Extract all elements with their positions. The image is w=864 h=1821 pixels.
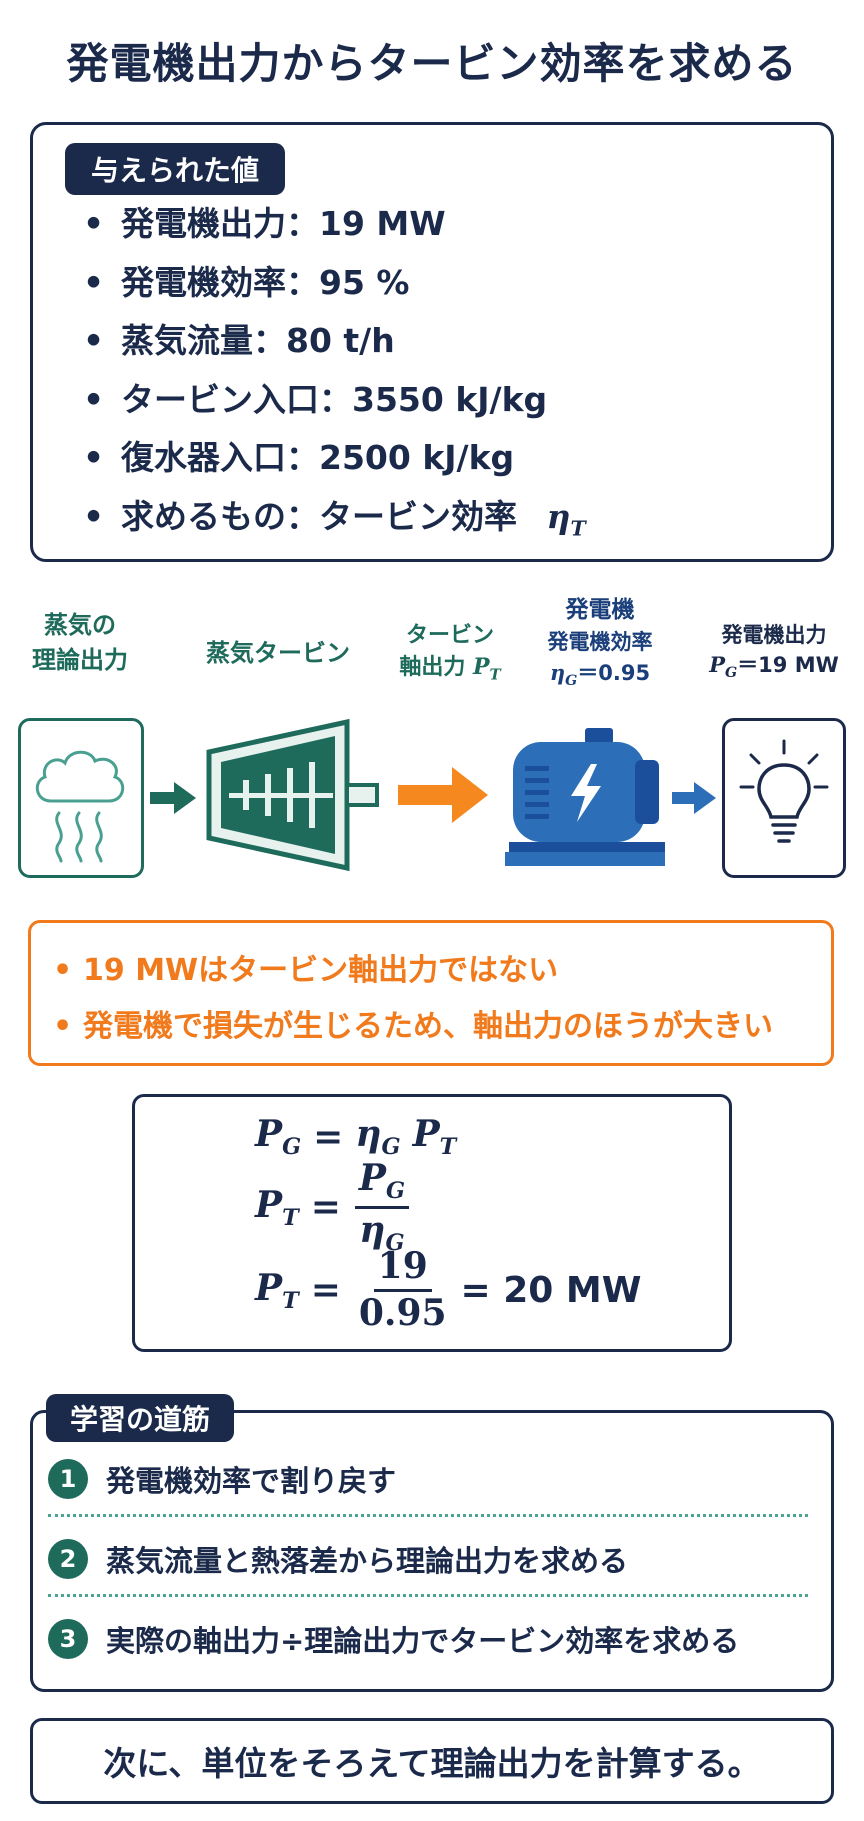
formula-box: PG = ηG PT PT = PG ηG PT = 19 0.95 = 20 … <box>132 1094 732 1352</box>
given-values-tag: 与えられた値 <box>65 143 286 195</box>
warning-list: 19 MWはタービン軸出力ではない 発電機で損失が生じるため、軸出力のほうが大き… <box>53 943 773 1055</box>
steam-icon <box>35 750 125 863</box>
given-item: 蒸気流量：80 t/h <box>83 312 586 371</box>
generator-icon <box>505 728 665 866</box>
shaft-output-label: タービン 軸出力 PT <box>399 623 501 684</box>
learning-path-panel <box>30 1410 834 1692</box>
given-values-list: 発電機出力：19 MW 発電機効率：95 % 蒸気流量：80 t/h タービン入… <box>83 195 586 546</box>
formula-fraction: 19 0.95 <box>358 1245 447 1334</box>
turbine-icon <box>206 718 379 872</box>
learning-step: 1 発電機効率で割り戻す <box>48 1458 396 1500</box>
step-text: 実際の軸出力÷理論出力でタービン効率を求める <box>106 1624 740 1658</box>
warning-item: 19 MWはタービン軸出力ではない <box>53 943 773 999</box>
warning-item: 発電機で損失が生じるため、軸出力のほうが大きい <box>53 999 773 1055</box>
formula-row-3: PT = 19 0.95 = 20 MW <box>255 1245 642 1334</box>
formula-row-1: PG = ηG PT <box>255 1113 457 1161</box>
given-values-panel: 与えられた値 発電機出力：19 MW 発電機効率：95 % 蒸気流量：80 t/… <box>30 122 834 562</box>
given-item: タービン入口：3550 kJ/kg <box>83 371 586 430</box>
given-item: 発電機出力：19 MW <box>83 195 586 254</box>
step-text: 発電機効率で割り戻す <box>106 1464 397 1498</box>
step-number: 3 <box>48 1619 88 1659</box>
lightbulb-icon <box>739 739 829 843</box>
step-divider <box>48 1514 808 1517</box>
output-box <box>722 718 846 878</box>
arrow-turbine-to-generator <box>398 767 488 823</box>
learning-path-tag: 学習の道筋 <box>46 1394 235 1442</box>
arrow-steam-to-turbine <box>150 782 196 814</box>
steam-box <box>18 718 144 878</box>
formula-result: = 20 MW <box>460 1269 642 1311</box>
given-item: 復水器入口：2500 kJ/kg <box>83 429 586 488</box>
formula-row-2: PT = PG ηG <box>255 1158 419 1255</box>
generator-label: 発電機 発電機効率 ηG＝0.95 <box>547 597 653 689</box>
generator-output-label: 発電機出力 PG＝19 MW <box>709 623 839 682</box>
given-item: 求めるもの：タービン効率 ηT <box>83 488 586 547</box>
steam-label: 蒸気の理論出力 <box>32 611 128 674</box>
page-title: 発電機出力からタービン効率を求める <box>66 39 798 88</box>
target-symbol: ηT <box>546 496 586 541</box>
step-number: 2 <box>48 1539 88 1579</box>
warning-box: 19 MWはタービン軸出力ではない 発電機で損失が生じるため、軸出力のほうが大き… <box>28 920 834 1066</box>
learning-step: 2 蒸気流量と熱落差から理論出力を求める <box>48 1538 628 1580</box>
step-number: 1 <box>48 1459 88 1499</box>
turbine-label: 蒸気タービン <box>206 639 350 667</box>
given-item: 発電機効率：95 % <box>83 254 586 313</box>
arrow-generator-to-output <box>672 782 716 814</box>
formula-fraction: PG ηG <box>354 1158 409 1255</box>
step-divider <box>48 1594 808 1597</box>
learning-step: 3 実際の軸出力÷理論出力でタービン効率を求める <box>48 1618 739 1660</box>
footer-note: 次に、単位をそろえて理論出力を計算する。 <box>30 1718 834 1804</box>
step-text: 蒸気流量と熱落差から理論出力を求める <box>106 1544 629 1578</box>
